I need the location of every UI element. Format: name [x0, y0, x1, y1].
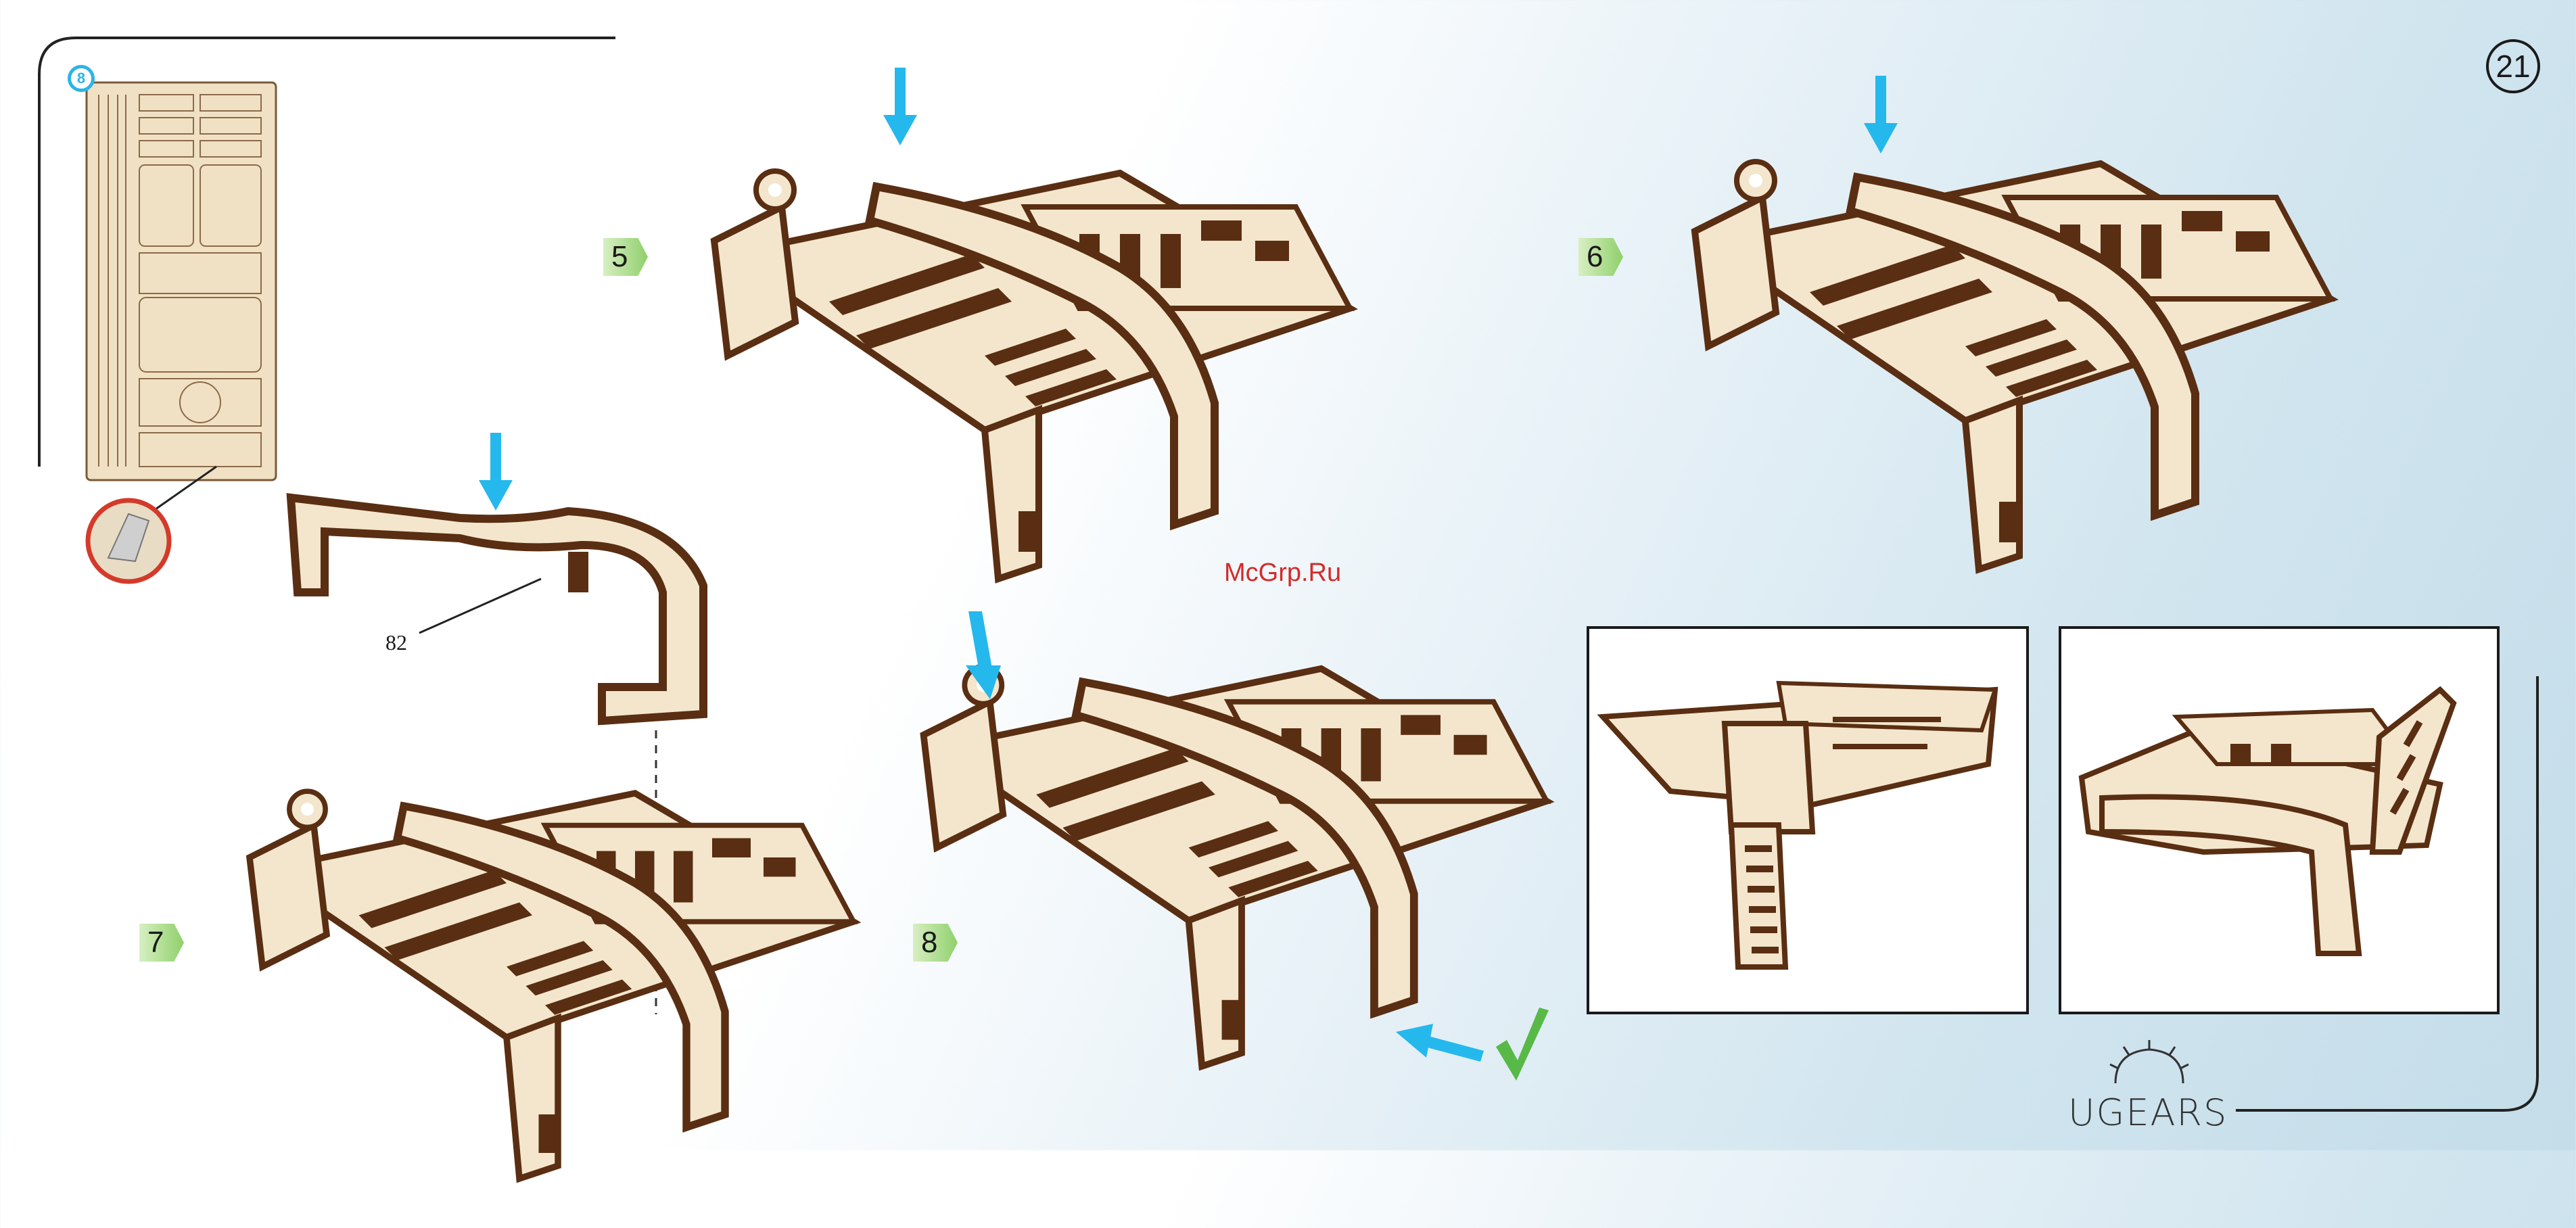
step-8-arrow-left: [1396, 1024, 1491, 1064]
step-7-arrow: [479, 433, 513, 514]
step-5-assembly: [701, 133, 1377, 606]
gear-icon: [2109, 1039, 2190, 1086]
detail-view-back-image: [2061, 629, 2502, 1017]
parts-sheet-image: [85, 81, 277, 481]
magnifier-icon: [81, 494, 176, 588]
step-6-arrow: [1864, 76, 1898, 157]
part-82-label: 82: [385, 630, 407, 655]
detail-view-front: [1587, 626, 2029, 1014]
step-5-arrow: [883, 68, 917, 149]
check-icon: [1492, 1006, 1553, 1087]
step-6-assembly: [1681, 123, 2358, 596]
detail-view-front-image: [1589, 629, 2032, 1017]
detail-view-back: [2059, 626, 2500, 1014]
part-82-leader: [413, 572, 548, 640]
page-number: 21: [2486, 39, 2540, 93]
step-8-arrow-down: [960, 611, 1001, 706]
parts-sheet: [85, 81, 277, 481]
brand-logo-text: UGEARS: [2068, 1091, 2228, 1134]
watermark: McGrp.Ru: [1224, 559, 1341, 588]
step-7-assembly: [237, 755, 913, 1228]
parts-sheet-number: 8: [68, 65, 95, 92]
